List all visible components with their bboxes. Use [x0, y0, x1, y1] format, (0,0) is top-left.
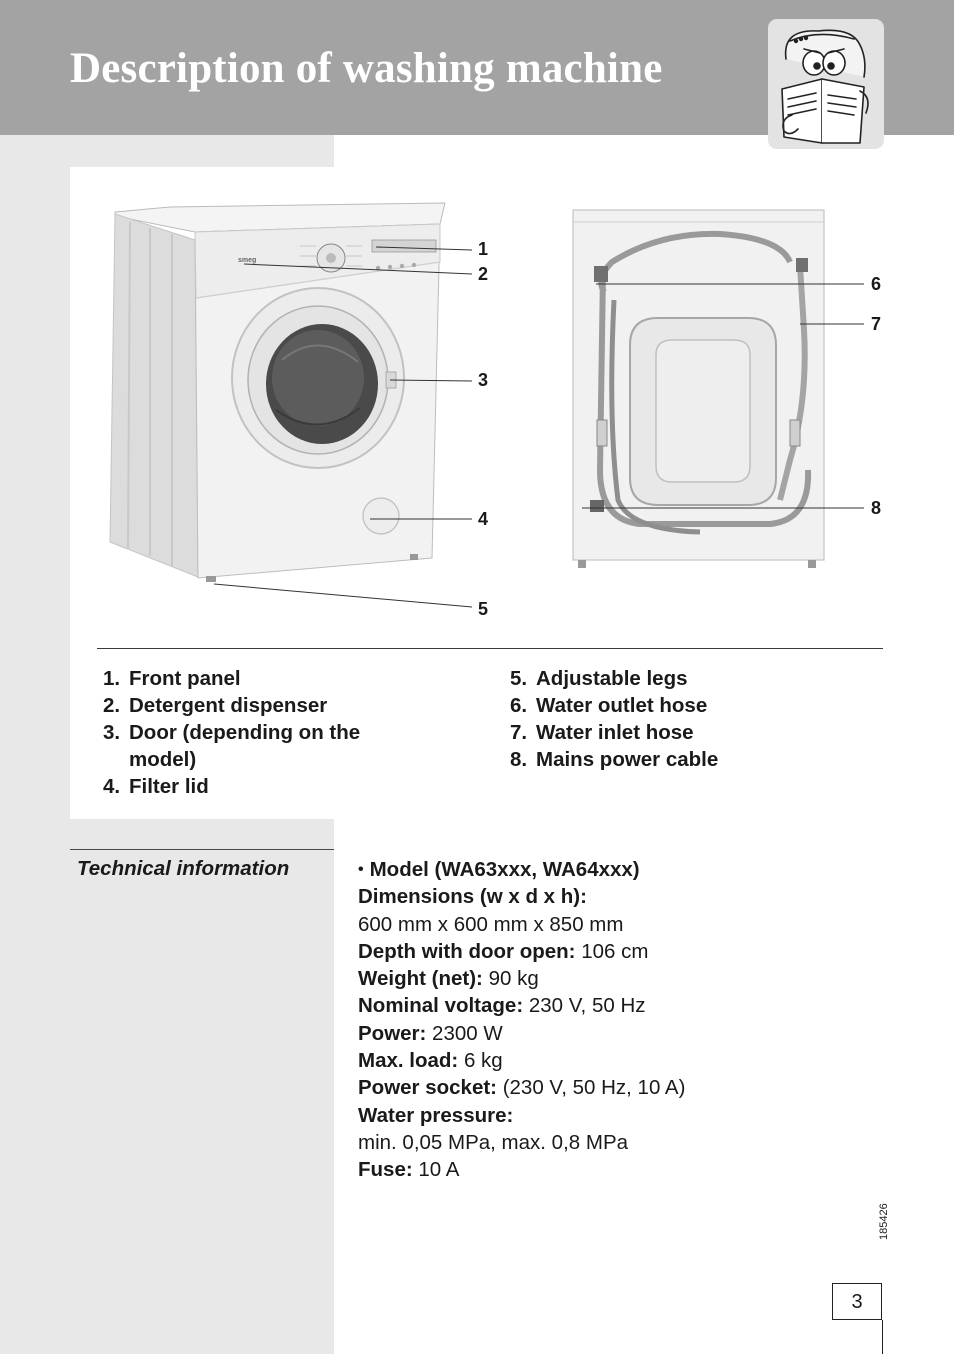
callout-4: 4 [478, 509, 489, 529]
spec-power-socket: Power socket: (230 V, 50 Hz, 10 A) [358, 1074, 685, 1101]
legend-item: 1. Front panel [103, 665, 360, 692]
legend-text: Filter lid [129, 775, 209, 798]
rear-view-drawing [572, 209, 825, 568]
section-rule [70, 849, 334, 850]
spec-value: 6 kg [458, 1049, 503, 1073]
legend-number: 7. [510, 721, 528, 744]
legend-text: Water outlet hose [536, 694, 708, 717]
legend-item: 6. Water outlet hose [510, 692, 718, 719]
legend-text: Door (depending on the [129, 721, 361, 744]
page-title: Description of washing machine [70, 45, 663, 92]
spec-label: Fuse: [358, 1158, 413, 1182]
callout-3: 3 [478, 370, 489, 390]
spec-max-load: Max. load: 6 kg [358, 1047, 685, 1074]
legend-item: 4. Filter lid [103, 773, 360, 800]
legend-number: 3. [103, 721, 121, 744]
spec-label: Dimensions (w x d x h): [358, 885, 587, 909]
callout-2: 2 [478, 264, 489, 284]
legend-number: 2. [103, 694, 121, 717]
legend-text: model) [129, 748, 197, 771]
front-view-drawing: smeg [109, 202, 446, 582]
washing-machine-illustration: smeg [109, 202, 864, 608]
spec-model: • Model (WA63xxx, WA64xxx) [358, 856, 685, 883]
spec-voltage: Nominal voltage: 230 V, 50 Hz [358, 992, 685, 1019]
reading-manual-icon [768, 19, 884, 149]
legend-number: 4. [103, 775, 121, 798]
page-number: 3 [832, 1283, 882, 1320]
document-code: 185426 [878, 1203, 890, 1240]
spec-depth: Depth with door open: 106 cm [358, 938, 685, 965]
spec-label: Water pressure: [358, 1103, 514, 1127]
legend-text: Front panel [129, 667, 241, 690]
legend-text: Adjustable legs [536, 667, 688, 690]
legend-item: 3. Door (depending on the [103, 719, 360, 746]
spec-label: Nominal voltage: [358, 994, 524, 1018]
callout-8: 8 [871, 498, 882, 518]
page-number-tick [882, 1320, 883, 1354]
callout-5: 5 [478, 599, 489, 619]
spec-value: 230 V, 50 Hz [523, 994, 646, 1018]
legend-item: 2. Detergent dispenser [103, 692, 360, 719]
rear-leader-lines [582, 283, 864, 509]
spec-label: Power: [358, 1021, 427, 1045]
callout-1: 1 [478, 239, 489, 259]
legend-left: 1. Front panel 2. Detergent dispenser 3. Do… [103, 665, 360, 800]
brand-mark: smeg [238, 257, 256, 264]
section-label-technical: Technical information [77, 857, 290, 880]
legend-item: 7. Water inlet hose [510, 719, 718, 746]
spec-water-pressure-value: min. 0,05 MPa, max. 0,8 MPa [358, 1130, 629, 1154]
spec-power: Power: 2300 W [358, 1020, 685, 1047]
legend-item: 8. Mains power cable [510, 746, 718, 773]
spec-weight: Weight (net): 90 kg [358, 965, 685, 992]
spec-label: Max. load: [358, 1049, 459, 1073]
technical-specs: • Model (WA63xxx, WA64xxx) Dimensions (w … [358, 856, 685, 1184]
figure-divider [97, 648, 883, 649]
legend-text: Detergent dispenser [129, 694, 328, 717]
spec-value: 106 cm [575, 939, 649, 963]
legend-number: 1. [103, 667, 121, 690]
spec-label: Weight (net): [358, 967, 483, 991]
callout-7: 7 [871, 314, 882, 334]
spec-dimensions-value: 600 mm x 600 mm x 850 mm [358, 912, 624, 936]
spec-label: Depth with door open: [358, 939, 576, 963]
spec-value: 2300 W [426, 1021, 503, 1045]
spec-model-label: Model (WA63xxx, WA64xxx) [369, 858, 640, 881]
legend-right: 5. Adjustable legs 6. Water outlet hose 7.… [510, 665, 718, 773]
spec-value: 10 A [412, 1158, 460, 1182]
spec-fuse: Fuse: 10 A [358, 1156, 685, 1183]
legend-item: 5. Adjustable legs [510, 665, 718, 692]
front-leader-lines [213, 246, 473, 608]
legend-number: 6. [510, 694, 528, 717]
bullet-icon: • [358, 861, 364, 878]
spec-value: (230 V, 50 Hz, 10 A) [497, 1076, 686, 1100]
spec-dimensions: Dimensions (w x d x h): [358, 883, 685, 910]
callout-6: 6 [871, 274, 882, 294]
legend-number: 8. [510, 748, 528, 771]
legend-text: Water inlet hose [536, 721, 694, 744]
legend-number: 5. [510, 667, 528, 690]
spec-label: Power socket: [358, 1076, 497, 1100]
spec-water-pressure: Water pressure: [358, 1102, 685, 1129]
legend-item: model) [103, 746, 360, 773]
legend-text: Mains power cable [536, 748, 719, 771]
spec-value: 90 kg [482, 967, 539, 991]
